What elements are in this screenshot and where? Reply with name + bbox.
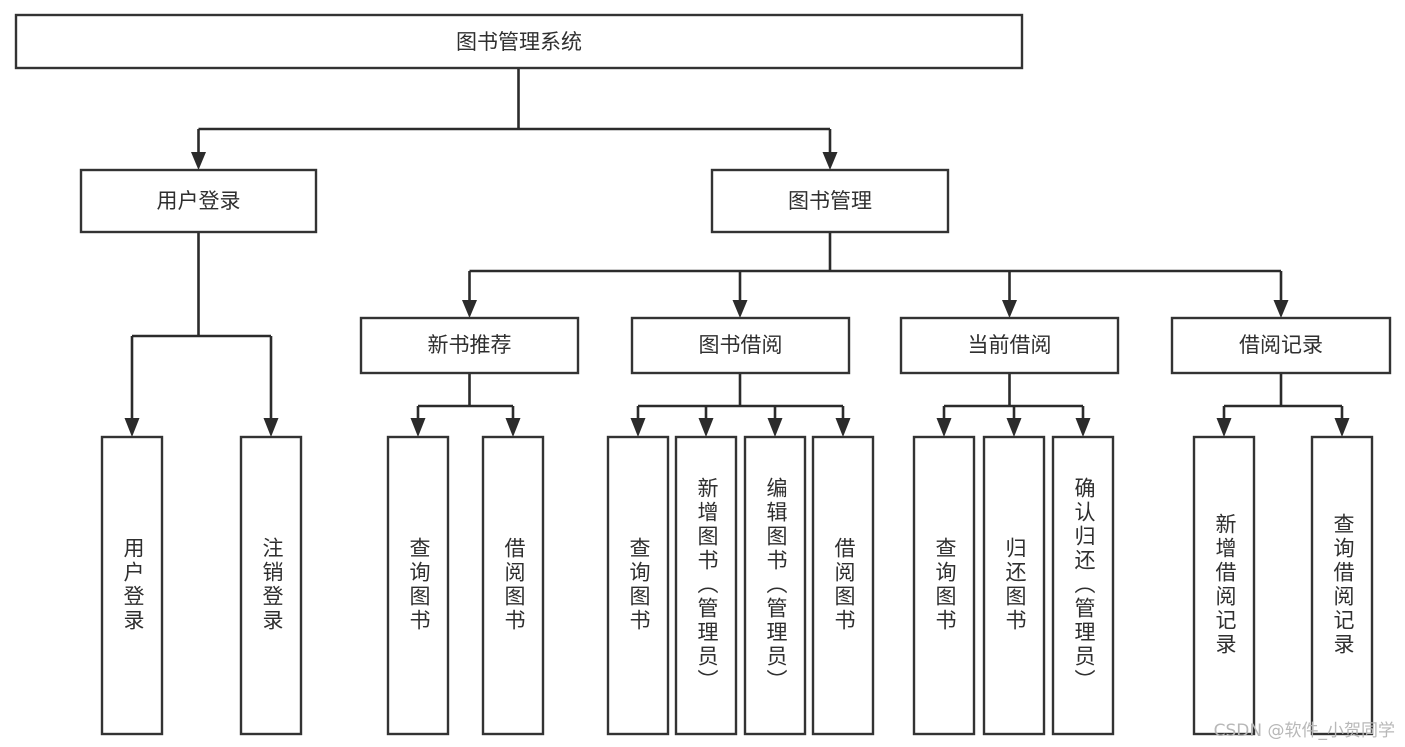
leaf-logout-label: 注销登录 bbox=[260, 537, 284, 633]
node-root[interactable]: 图书管理系统 bbox=[14, 13, 1024, 70]
leaf-query-book-3[interactable]: 查询图书 bbox=[912, 435, 976, 736]
node-borrow-record-label: 借阅记录 bbox=[1239, 333, 1323, 357]
node-book-manage-label: 图书管理 bbox=[788, 189, 872, 213]
arrowhead-leaf-query-book-3 bbox=[936, 418, 952, 437]
node-borrow-record-box[interactable] bbox=[1170, 316, 1392, 375]
node-current-borrow-box[interactable] bbox=[899, 316, 1120, 375]
node-book-borrow[interactable]: 图书借阅 bbox=[630, 316, 851, 375]
leaf-confirm-return-box[interactable] bbox=[1051, 435, 1115, 736]
node-current-borrow-label: 当前借阅 bbox=[968, 333, 1052, 357]
leaf-borrow-book-2-box[interactable] bbox=[811, 435, 875, 736]
arrowhead-book-borrow bbox=[732, 300, 748, 318]
node-user-login-box[interactable] bbox=[79, 168, 318, 234]
leaf-borrow-book-2[interactable]: 借阅图书 bbox=[811, 435, 875, 736]
leaf-query-book-2[interactable]: 查询图书 bbox=[606, 435, 670, 736]
leaf-borrow-book-1-box[interactable] bbox=[481, 435, 545, 736]
leaf-confirm-return-label: 确认归还（管理员） bbox=[1072, 477, 1096, 693]
arrowhead-leaf-confirm-return bbox=[1075, 418, 1091, 437]
arrowhead-leaf-edit-book bbox=[767, 418, 783, 437]
leaf-confirm-return[interactable]: 确认归还（管理员） bbox=[1051, 435, 1115, 736]
leaf-query-book-3-box[interactable] bbox=[912, 435, 976, 736]
leaf-add-record[interactable]: 新增借阅记录 bbox=[1192, 435, 1256, 736]
leaf-user-login-label: 用户登录 bbox=[121, 537, 145, 633]
arrowhead-book-manage bbox=[822, 152, 838, 170]
node-book-manage[interactable]: 图书管理 bbox=[710, 168, 950, 234]
node-user-login[interactable]: 用户登录 bbox=[79, 168, 318, 234]
leaf-add-record-label: 新增借阅记录 bbox=[1213, 513, 1237, 657]
arrowhead-new-book-recommend bbox=[462, 300, 477, 318]
leaf-edit-book-label: 编辑图书（管理员） bbox=[764, 477, 788, 693]
node-book-manage-box[interactable] bbox=[710, 168, 950, 234]
node-book-borrow-label: 图书借阅 bbox=[699, 333, 783, 357]
arrowhead-leaf-add-record bbox=[1216, 418, 1232, 437]
leaf-query-record-label: 查询借阅记录 bbox=[1331, 513, 1355, 657]
node-user-login-label: 用户登录 bbox=[157, 189, 241, 213]
arrowhead-leaf-borrow-book-2 bbox=[835, 418, 851, 437]
csdn-watermark: CSDN @软件_小贺同学 bbox=[1213, 721, 1395, 741]
arrowhead-borrow-record bbox=[1273, 300, 1289, 318]
leaf-return-book-label: 归还图书 bbox=[1003, 537, 1027, 633]
leaf-borrow-book-2-label: 借阅图书 bbox=[832, 537, 856, 633]
leaf-user-login-box[interactable] bbox=[100, 435, 164, 736]
arrowhead-current-borrow bbox=[1002, 300, 1017, 318]
leaf-edit-book-box[interactable] bbox=[743, 435, 807, 736]
leaf-logout-box[interactable] bbox=[239, 435, 303, 736]
arrowhead-leaf-query-book-2 bbox=[630, 418, 646, 437]
leaf-borrow-book-1-label: 借阅图书 bbox=[502, 537, 526, 633]
leaf-edit-book[interactable]: 编辑图书（管理员） bbox=[743, 435, 807, 736]
leaf-return-book-box[interactable] bbox=[982, 435, 1046, 736]
node-new-book-recommend-label: 新书推荐 bbox=[428, 333, 512, 357]
leaf-query-book-1-label: 查询图书 bbox=[407, 537, 431, 633]
node-borrow-record[interactable]: 借阅记录 bbox=[1170, 316, 1392, 375]
node-root-box[interactable] bbox=[14, 13, 1024, 70]
node-root-label: 图书管理系统 bbox=[456, 30, 582, 54]
leaf-add-book-label: 新增图书（管理员） bbox=[695, 477, 719, 693]
leaf-logout[interactable]: 注销登录 bbox=[239, 435, 303, 736]
arrowhead-leaf-user-login bbox=[124, 418, 140, 437]
arrowhead-leaf-query-record bbox=[1334, 418, 1350, 437]
arrowhead-leaf-query-book-1 bbox=[410, 418, 426, 437]
leaf-query-book-3-label: 查询图书 bbox=[933, 537, 957, 633]
arrowhead-leaf-add-book bbox=[698, 418, 714, 437]
arrowhead-user-login bbox=[191, 152, 206, 170]
leaf-query-record-box[interactable] bbox=[1310, 435, 1374, 736]
leaf-query-book-2-label: 查询图书 bbox=[627, 537, 651, 633]
leaf-borrow-book-1[interactable]: 借阅图书 bbox=[481, 435, 545, 736]
arrowhead-leaf-logout bbox=[263, 418, 279, 437]
connector-layer bbox=[124, 68, 1350, 437]
leaf-add-record-box[interactable] bbox=[1192, 435, 1256, 736]
node-new-book-recommend[interactable]: 新书推荐 bbox=[359, 316, 580, 375]
leaf-query-book-1[interactable]: 查询图书 bbox=[386, 435, 450, 736]
leaf-add-book[interactable]: 新增图书（管理员） bbox=[674, 435, 738, 736]
node-current-borrow[interactable]: 当前借阅 bbox=[899, 316, 1120, 375]
leaf-user-login[interactable]: 用户登录 bbox=[100, 435, 164, 736]
leaf-query-book-2-box[interactable] bbox=[606, 435, 670, 736]
leaf-query-book-1-box[interactable] bbox=[386, 435, 450, 736]
arrowhead-leaf-borrow-book-1 bbox=[505, 418, 521, 437]
leaf-query-record[interactable]: 查询借阅记录 bbox=[1310, 435, 1374, 736]
leaf-add-book-box[interactable] bbox=[674, 435, 738, 736]
arrowhead-leaf-return-book bbox=[1006, 418, 1022, 437]
leaf-return-book[interactable]: 归还图书 bbox=[982, 435, 1046, 736]
node-new-book-recommend-box[interactable] bbox=[359, 316, 580, 375]
node-book-borrow-box[interactable] bbox=[630, 316, 851, 375]
